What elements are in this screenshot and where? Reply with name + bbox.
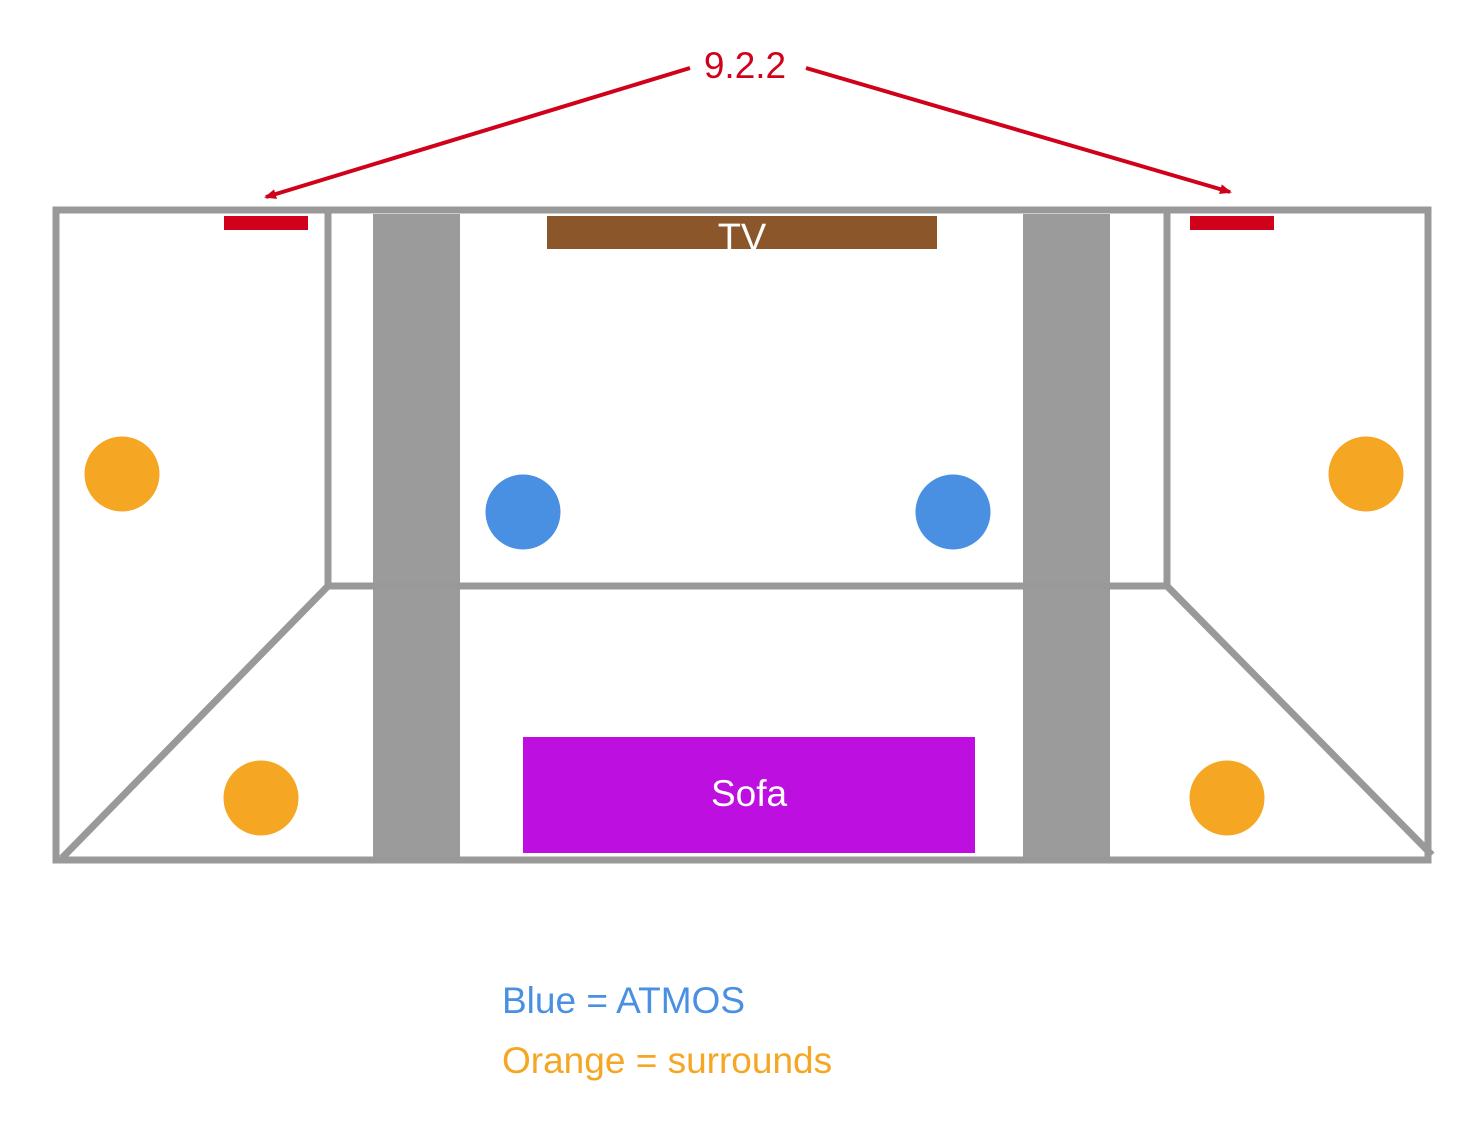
surround-speaker-right-rear [1189,760,1265,836]
annotation-arrow-left [264,66,691,199]
legend-surrounds: Orange = surrounds [502,1040,833,1081]
tv-label: TV [718,217,767,259]
surround-speaker-right-front [1328,436,1404,512]
sofa [523,737,975,853]
sofa-label: Sofa [711,773,788,814]
surround-speaker-left-front [84,436,160,512]
front-left-speaker [224,216,308,230]
right-perspective-line [1164,583,1435,858]
back-wall-frame [324,210,1171,590]
room-outline [52,206,1432,864]
annotation-arrow-right [805,66,1232,194]
front-right-speaker [1190,216,1274,230]
right-pillar [1023,214,1110,859]
surround-speaker-left-rear [223,760,299,836]
legend-atmos: Blue = ATMOS [502,980,745,1021]
config-label: 9.2.2 [704,45,786,86]
left-perspective-line [59,583,331,861]
left-pillar [373,214,460,859]
atmos-speaker-right [915,474,991,550]
tv [547,216,937,249]
atmos-speaker-left [485,474,561,550]
